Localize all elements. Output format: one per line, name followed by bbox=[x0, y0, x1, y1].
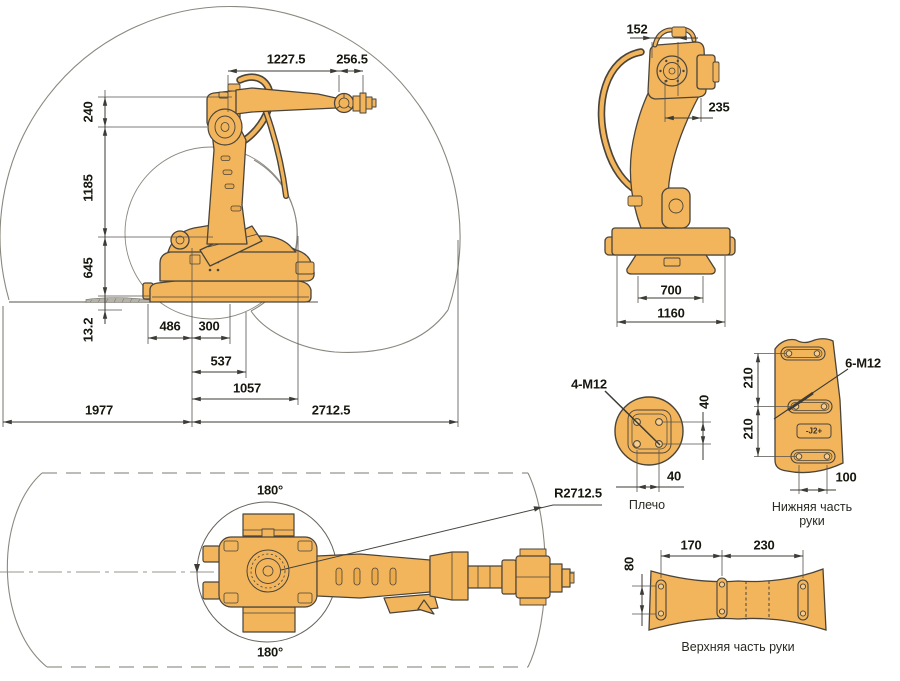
caption-shoulder: Плечо bbox=[628, 498, 666, 512]
dim-13-2: 13.2 bbox=[80, 317, 96, 343]
dim-700: 700 bbox=[660, 282, 682, 298]
dim-486: 486 bbox=[159, 318, 181, 334]
dim-152: 152 bbox=[626, 21, 648, 37]
bolt-label-6m12: 6-M12 bbox=[845, 355, 881, 371]
dim-2712-5: 2712.5 bbox=[311, 402, 351, 418]
dim-1227-5: 1227.5 bbox=[266, 51, 306, 67]
bolt-label-4m12: 4-M12 bbox=[571, 376, 607, 392]
dim-40-horizontal: 40 bbox=[666, 468, 682, 484]
dim-235: 235 bbox=[708, 99, 730, 115]
lower-arm-detail bbox=[754, 338, 849, 494]
caption-lower-arm-line2: руки bbox=[799, 514, 825, 528]
radius-r2712-5: R2712.5 bbox=[554, 485, 602, 501]
dim-230: 230 bbox=[753, 537, 775, 553]
dim-1160: 1160 bbox=[657, 305, 685, 321]
robot-front-silhouette bbox=[597, 26, 736, 275]
robot-side-silhouette bbox=[142, 73, 377, 303]
dim-210-upper: 210 bbox=[740, 367, 756, 389]
side-view bbox=[0, 5, 461, 427]
dim-240: 240 bbox=[80, 101, 96, 123]
front-view bbox=[597, 26, 736, 327]
dim-80: 80 bbox=[621, 556, 637, 572]
dim-1977: 1977 bbox=[84, 402, 114, 418]
dim-100: 100 bbox=[835, 469, 857, 485]
dim-40-vertical: 40 bbox=[696, 394, 712, 410]
robot-top-silhouette bbox=[202, 513, 575, 633]
plate-label-j2: -J2+ bbox=[805, 426, 823, 436]
dim-1057: 1057 bbox=[232, 380, 262, 396]
shoulder-detail bbox=[604, 390, 711, 492]
dim-170: 170 bbox=[680, 537, 702, 553]
dim-645: 645 bbox=[80, 257, 96, 279]
dim-300: 300 bbox=[198, 318, 220, 334]
upper-arm-detail bbox=[632, 550, 827, 631]
angle-180-top: 180° bbox=[256, 482, 284, 498]
top-view bbox=[0, 472, 602, 668]
angle-180-bottom: 180° bbox=[256, 644, 284, 660]
dim-256-5: 256.5 bbox=[336, 51, 368, 67]
dim-1185: 1185 bbox=[80, 174, 96, 202]
caption-lower-arm-line1: Нижняя часть bbox=[771, 500, 853, 514]
dim-210-lower: 210 bbox=[740, 418, 756, 440]
dim-537: 537 bbox=[210, 353, 232, 369]
caption-upper-arm: Верхняя часть руки bbox=[681, 640, 795, 654]
